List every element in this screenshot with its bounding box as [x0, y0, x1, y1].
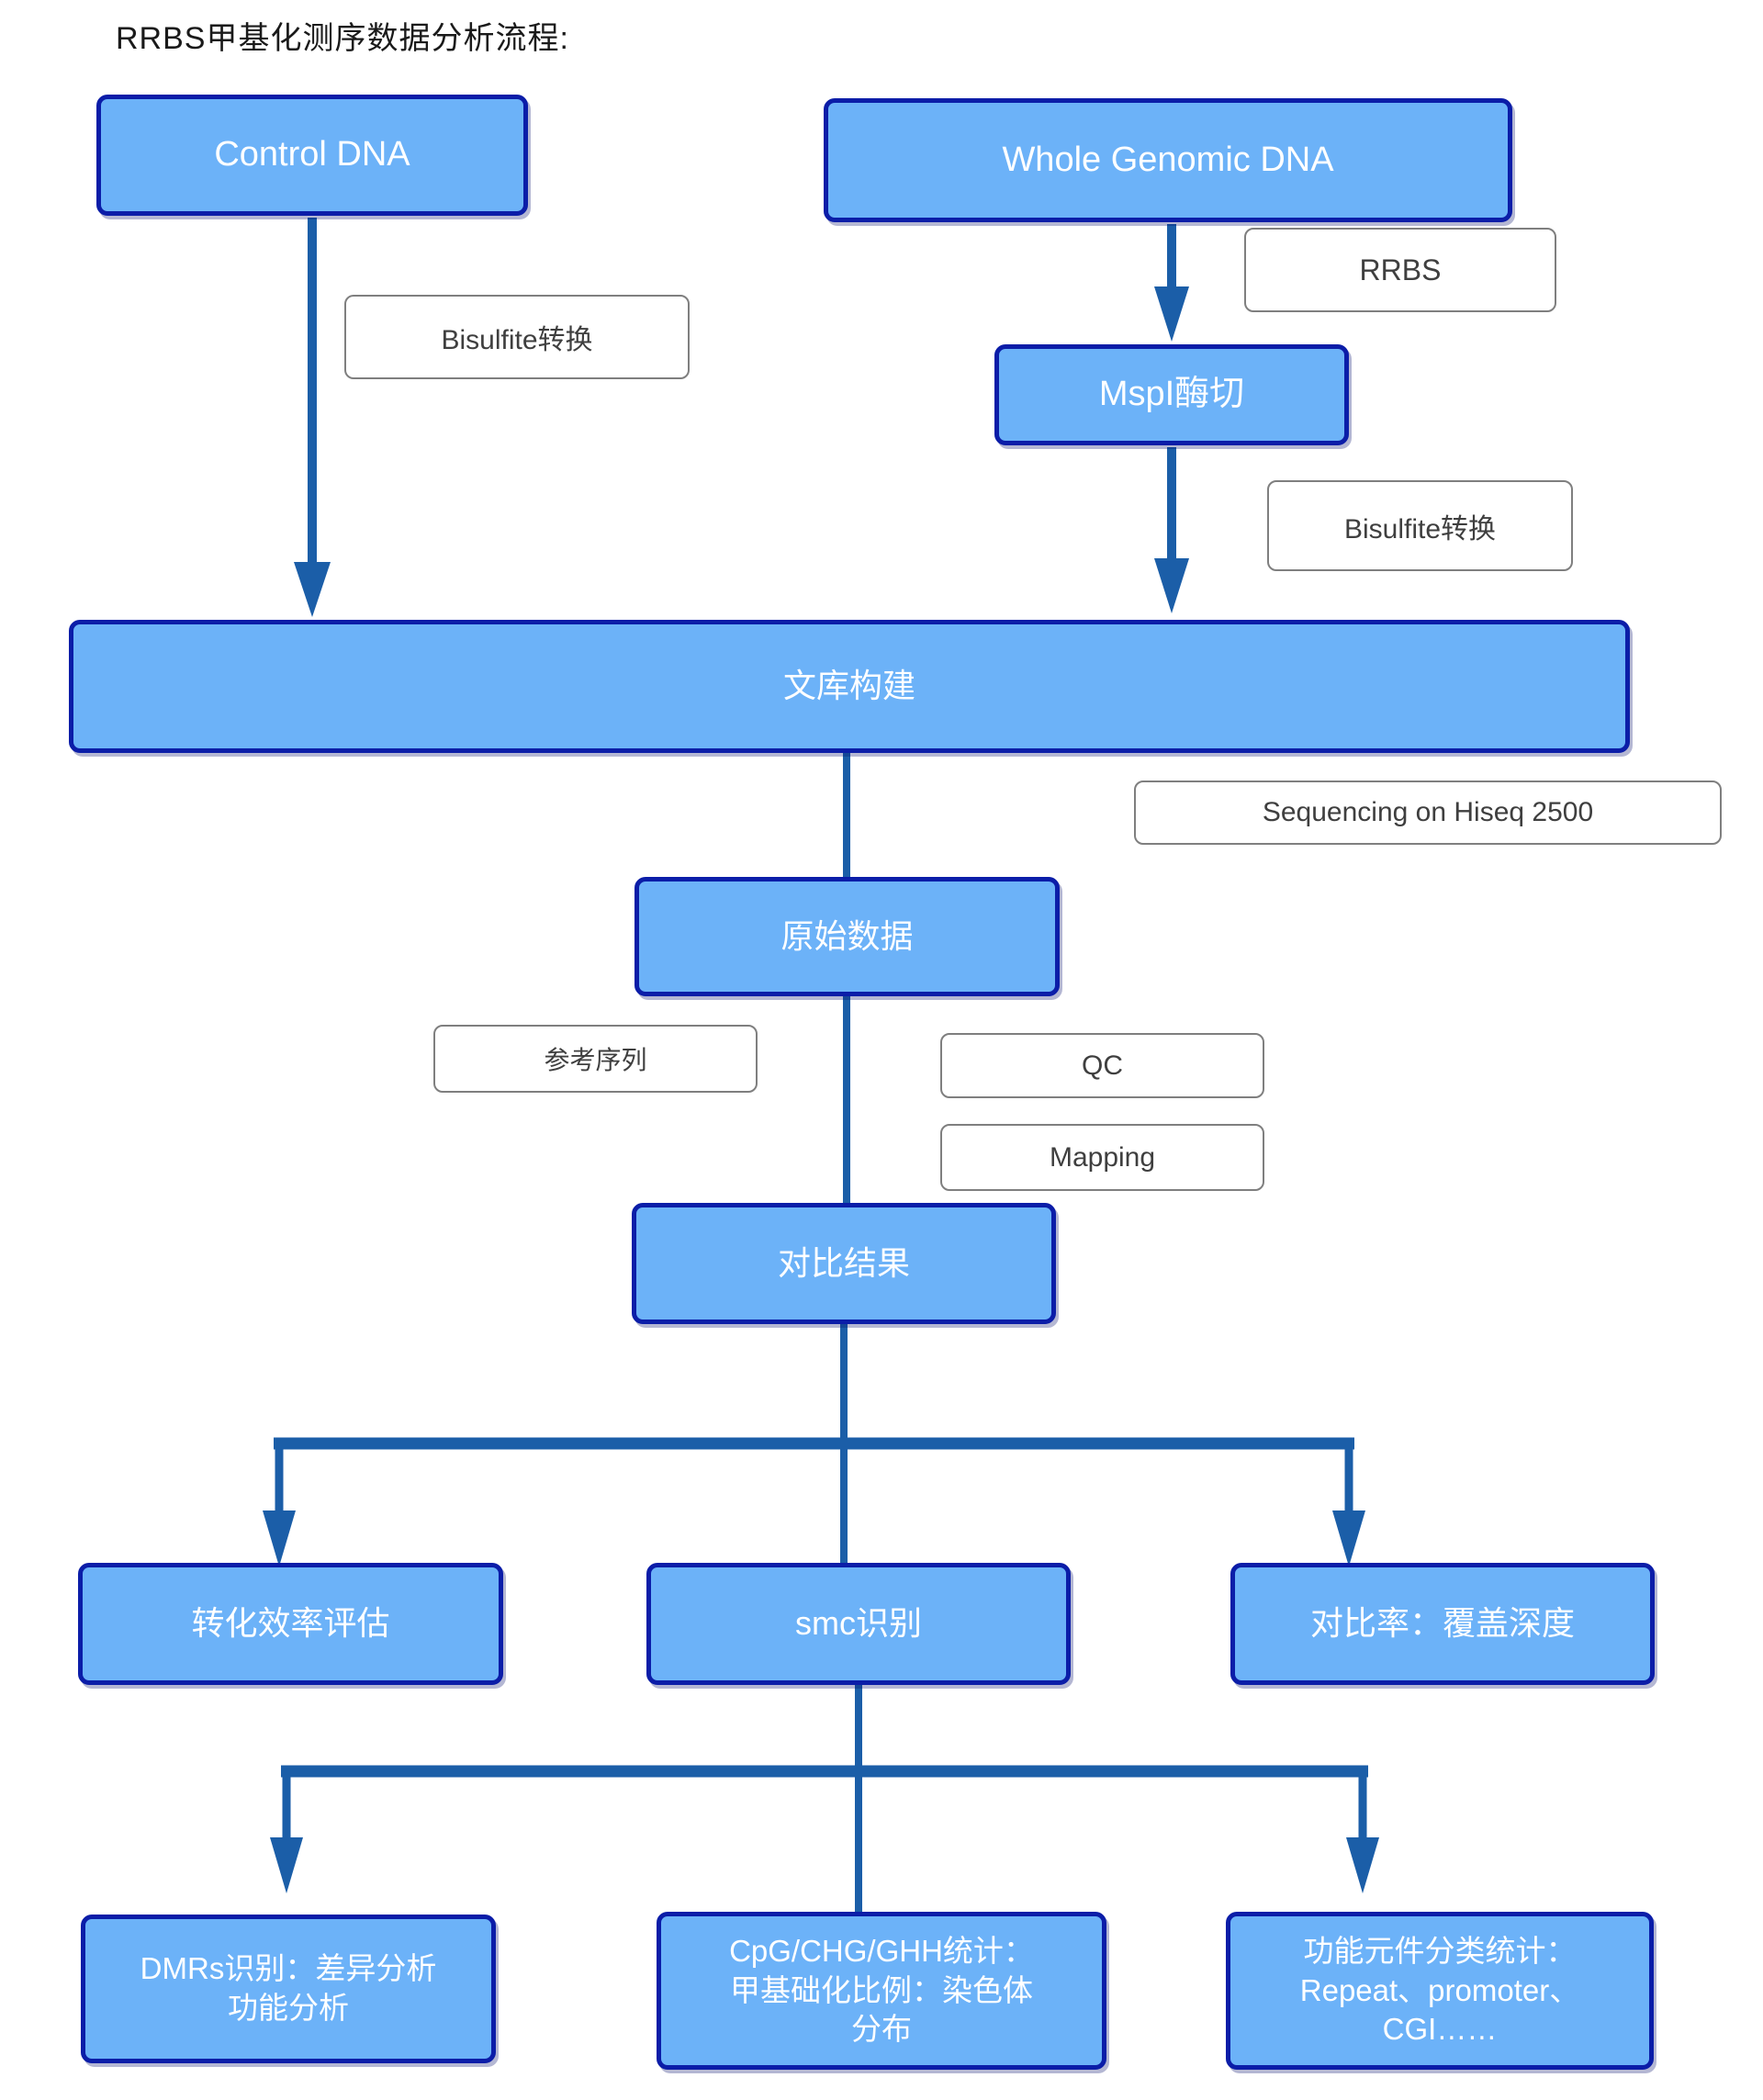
label-mapping: Mapping: [940, 1124, 1264, 1191]
page-title: RRBS甲基化测序数据分析流程:: [116, 21, 569, 56]
node-cpg-chg-ghh-stats: CpG/CHG/GHH统计： 甲基础化比例：染色体 分布: [657, 1912, 1106, 2070]
node-alignment-result: 对比结果: [632, 1203, 1056, 1324]
node-mspi-digestion: MspI酶切: [994, 344, 1349, 445]
node-library-construction: 文库构建: [69, 620, 1630, 753]
label-bisulfite-conversion-right: Bisulfite转换: [1267, 480, 1573, 571]
node-conversion-efficiency: 转化效率评估: [78, 1563, 503, 1685]
node-control-dna: Control DNA: [96, 95, 528, 216]
label-qc: QC: [940, 1033, 1264, 1098]
label-rrbs: RRBS: [1244, 228, 1556, 312]
arrow-mspi-to-library: [1154, 447, 1189, 613]
arrow-control-dna-to-library: [294, 218, 331, 617]
label-reference-sequence: 参考序列: [433, 1025, 758, 1093]
node-dmrs-identification: DMRs识别：差异分析 功能分析: [81, 1915, 496, 2063]
node-smc-identification: smc识别: [646, 1563, 1071, 1685]
node-functional-elements: 功能元件分类统计： Repeat、promoter、 CGI……: [1226, 1912, 1654, 2070]
label-sequencing-hiseq2500: Sequencing on Hiseq 2500: [1134, 780, 1722, 845]
label-bisulfite-conversion-left: Bisulfite转换: [344, 295, 690, 379]
node-mapping-rate-depth: 对比率：覆盖深度: [1230, 1563, 1655, 1685]
arrow-wgd-to-mspi: [1154, 224, 1189, 342]
node-raw-data: 原始数据: [634, 877, 1060, 996]
node-whole-genomic-dna: Whole Genomic DNA: [824, 98, 1512, 222]
branch-smc: [270, 1685, 1379, 1915]
branch-alignment-result: [263, 1322, 1365, 1567]
